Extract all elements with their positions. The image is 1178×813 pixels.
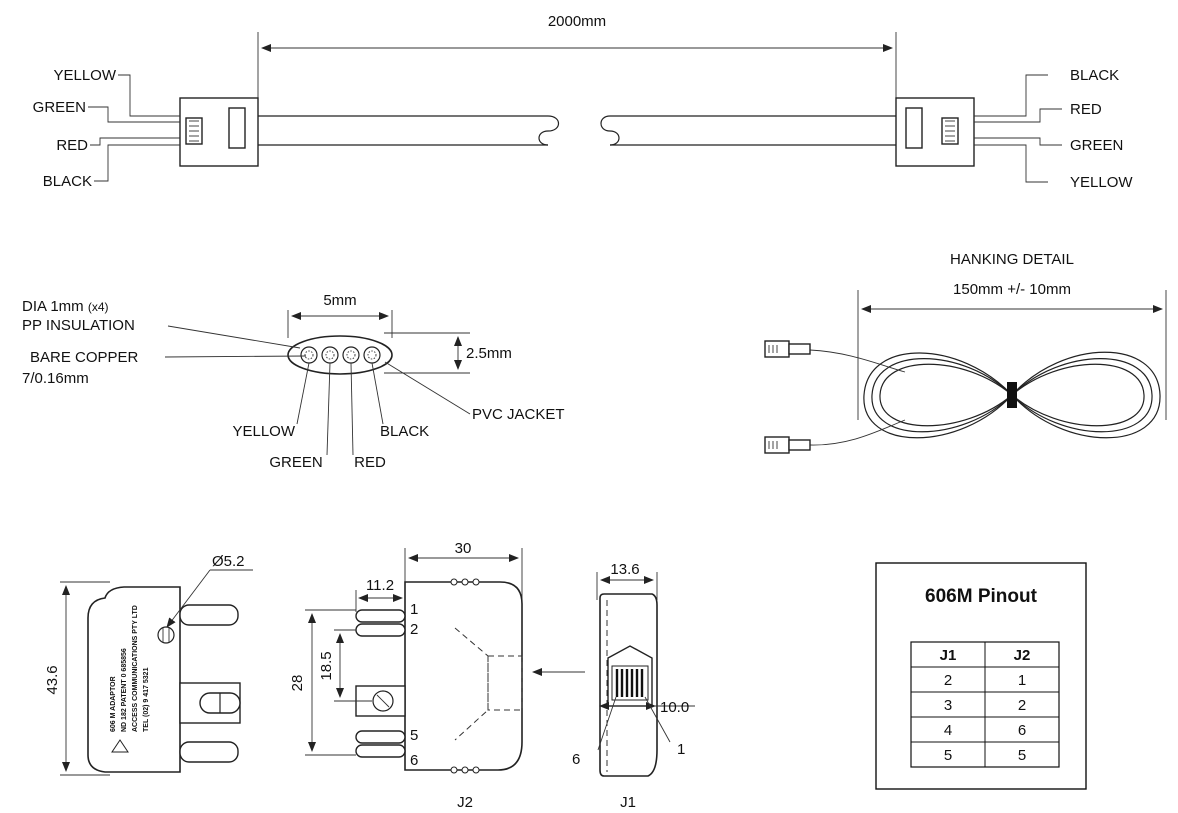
socket-width-label: 10.0	[660, 699, 689, 716]
conductors	[300, 346, 381, 364]
cable-left-break	[538, 115, 560, 146]
right-wire-label-2: RED	[1070, 101, 1102, 118]
hanking-detail: HANKING DETAIL 150mm +/- 10mm	[764, 251, 1167, 454]
right-plug-latch	[905, 107, 923, 149]
right-wire-label-1: BLACK	[1070, 67, 1119, 84]
pinout-cell: 2	[1018, 697, 1026, 714]
screw-hole	[157, 626, 175, 644]
jacket-label: PVC JACKET	[472, 406, 565, 423]
pinout-header-j2: J2	[1014, 647, 1031, 664]
end-view-body	[599, 593, 658, 777]
view-label-j1: J1	[620, 794, 636, 811]
right-lead-green	[974, 137, 1062, 146]
pinout-cell: 6	[1018, 722, 1026, 739]
pinout-box: 606M Pinout J1 J2 2 1 3 2 4 6 5 5	[875, 562, 1087, 790]
socket-pin-6: 6	[572, 751, 580, 768]
pin-label-5: 5	[410, 727, 418, 744]
side-screw	[372, 690, 394, 712]
xs-color-red: RED	[354, 454, 386, 471]
pinout-cell: 4	[944, 722, 952, 739]
xs-color-green: GREEN	[269, 454, 322, 471]
left-wire-label-3: RED	[56, 137, 88, 154]
lower-plug	[764, 436, 811, 454]
xs-color-yellow: YELLOW	[232, 423, 295, 440]
pin-label-6: 6	[410, 752, 418, 769]
adapter-label-block: 606 M ADAPTOR ND 182 PATENT 0 685856 ACC…	[110, 605, 150, 732]
height-label: 2.5mm	[466, 345, 512, 362]
view-label-j2: J2	[457, 794, 473, 811]
pin-6	[355, 744, 406, 758]
right-lead-red	[974, 108, 1062, 123]
cable-top-view: 2000mm YELLOW GREEN RED BLACK	[33, 13, 1134, 191]
svg-text:ND 182 PATENT 0 685856: ND 182 PATENT 0 685856	[121, 648, 128, 732]
dia-label: DIA 1mm (x4)	[22, 298, 109, 315]
pin-5	[355, 730, 406, 744]
depth-label: 13.6	[610, 561, 639, 578]
prong-bottom	[179, 741, 239, 763]
hole-dia-label: Ø5.2	[212, 553, 245, 570]
hanking-spec: 150mm +/- 10mm	[953, 281, 1071, 298]
pin-1	[355, 609, 406, 623]
right-lead-yellow	[974, 144, 1048, 183]
right-wire-label-3: GREEN	[1070, 137, 1123, 154]
pvc-jacket-outline	[287, 335, 393, 375]
hanking-title: HANKING DETAIL	[950, 251, 1074, 268]
prong-top	[179, 604, 239, 626]
hidden-socket-outline	[487, 655, 523, 711]
upper-tail	[809, 349, 906, 373]
strand-label: 7/0.16mm	[22, 370, 89, 387]
pinout-cell: 5	[1018, 747, 1026, 764]
pinout-cell: 3	[944, 697, 952, 714]
pinout-title: 606M Pinout	[925, 586, 1038, 607]
pin-2	[355, 623, 406, 637]
svg-text:TEL (02) 9 417 5321: TEL (02) 9 417 5321	[143, 667, 150, 732]
body-height-label: 28	[289, 675, 306, 692]
adapter-body-side	[404, 581, 523, 771]
left-wire-label-1: YELLOW	[53, 67, 116, 84]
pinout-cell: 5	[944, 747, 952, 764]
right-wire-label-4: YELLOW	[1070, 174, 1133, 191]
svg-text:ACCESS COMMUNICATIONS PTY LTD: ACCESS COMMUNICATIONS PTY LTD	[132, 605, 139, 732]
right-lead-black	[974, 74, 1048, 117]
adapter-body-front	[87, 586, 181, 773]
left-wire-label-2: GREEN	[33, 99, 86, 116]
insulation-label: PP INSULATION	[22, 317, 135, 334]
conductor-label: BARE COPPER	[30, 349, 139, 366]
left-lead-black	[94, 144, 180, 182]
warning-triangle-icon	[111, 739, 129, 753]
pin-label-1: 1	[410, 601, 418, 618]
pin-label-2: 2	[410, 621, 418, 638]
pinout-header-j1: J1	[940, 647, 957, 664]
left-lead-green	[88, 106, 180, 123]
lower-tail	[809, 419, 906, 446]
adapter-end-view-j1: 13.6 10.0 6 1 J1	[572, 561, 695, 811]
length-label: 2000mm	[548, 13, 606, 30]
left-wire-label-4: BLACK	[43, 173, 92, 190]
width-label: 5mm	[323, 292, 356, 309]
left-lead-red	[90, 137, 180, 146]
adapter-front-view: 43.6 Ø5.2 606 M ADAPTOR ND 182 PATENT 0 …	[44, 553, 253, 776]
height-total-label: 43.6	[44, 665, 61, 694]
upper-plug	[764, 340, 811, 358]
coil-tie	[1007, 382, 1017, 408]
cable-cross-section: 5mm 2.5mm DIA 1mm (x4) PP INSULATION BAR…	[22, 292, 565, 471]
pin-offset-label: 11.2	[366, 577, 394, 594]
hidden-cavity-outline	[454, 627, 489, 741]
svg-text:606 M ADAPTOR: 606 M ADAPTOR	[110, 676, 117, 732]
pinout-cell: 1	[1018, 672, 1026, 689]
left-plug-latch	[228, 107, 246, 149]
cable-right-break	[600, 115, 620, 146]
width-total-label: 30	[455, 540, 472, 557]
adapter-side-view-j2: 30 11.2 1 2 5 6 28 18.5 J2	[289, 540, 523, 811]
xs-color-black: BLACK	[380, 423, 429, 440]
left-lead-yellow	[118, 74, 180, 117]
pinout-cell: 2	[944, 672, 952, 689]
socket-pin-1: 1	[677, 741, 685, 758]
pin-span-label: 18.5	[318, 651, 335, 680]
